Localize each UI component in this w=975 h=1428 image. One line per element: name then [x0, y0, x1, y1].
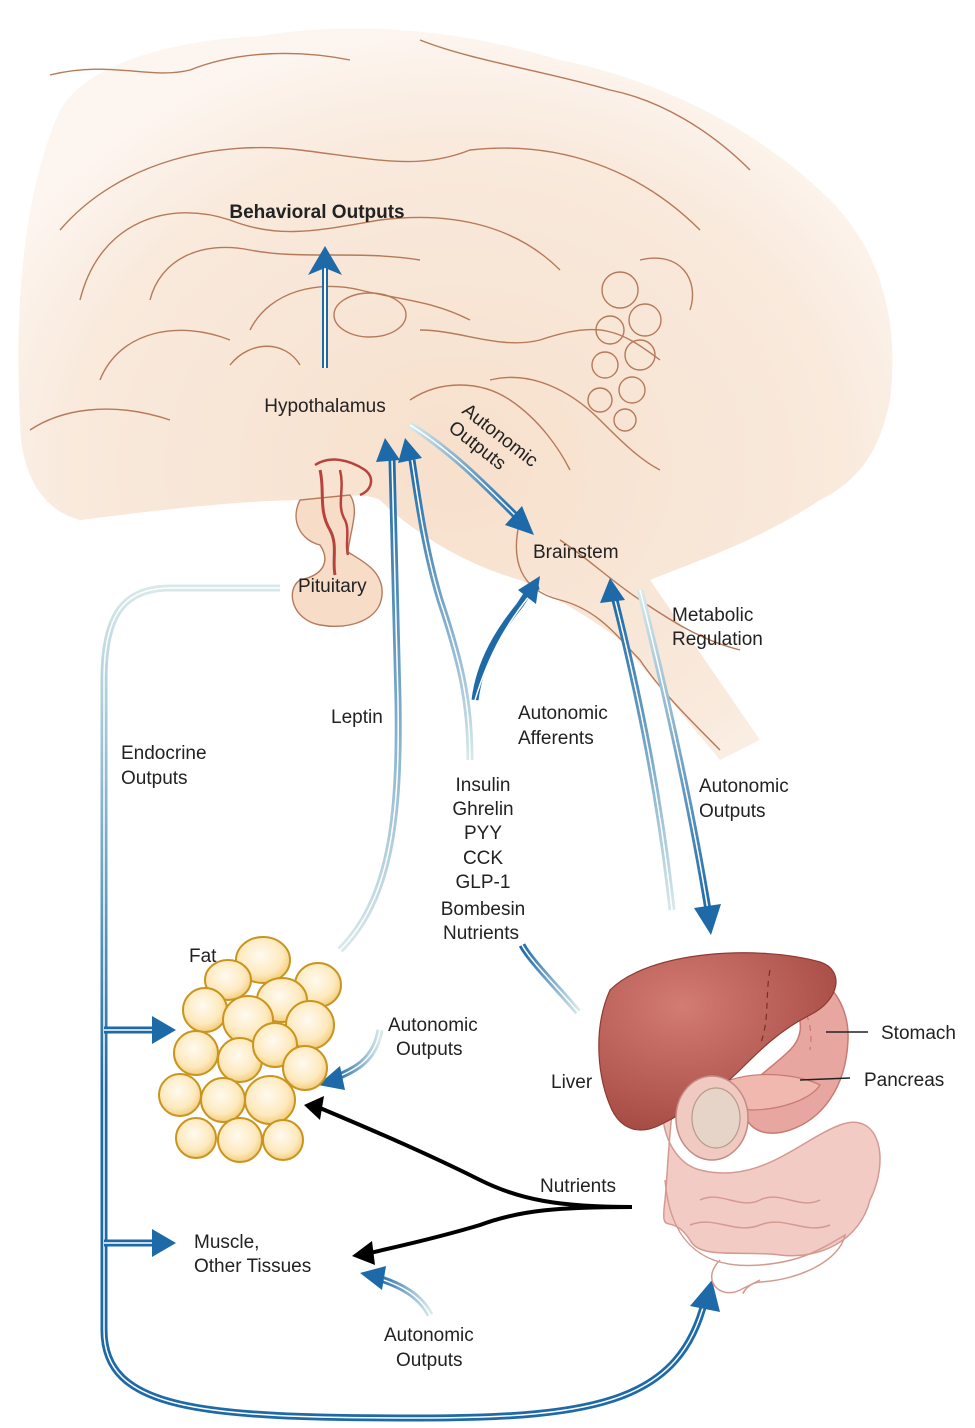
signal-nutrients: Nutrients — [443, 923, 519, 944]
pancreas-label: Pancreas — [864, 1070, 944, 1091]
pituitary-label: Pituitary — [298, 576, 367, 597]
autonomic-to-fat-arrow — [333, 1029, 384, 1082]
pituitary-vessels — [318, 469, 337, 576]
muscle-label-line2: Other Tissues — [194, 1256, 311, 1277]
muscle-label-line1: Muscle, — [194, 1232, 259, 1253]
autonomic-afferents-label-line1: Autonomic — [518, 703, 608, 724]
intestines — [661, 1068, 881, 1294]
liver-organ — [598, 952, 837, 1131]
signal-insulin: Insulin — [456, 775, 511, 796]
hypothalamus-label: Hypothalamus — [264, 396, 385, 417]
pathway-arrows — [100, 246, 721, 1422]
stomach-label: Stomach — [881, 1023, 956, 1044]
signal-ghrelin: Ghrelin — [452, 799, 513, 820]
autonomic-to-muscle-arrow — [376, 1274, 434, 1317]
liver-label: Liver — [551, 1072, 593, 1093]
metabolic-regulation-label-line1: Metabolic — [672, 605, 753, 626]
signals-to-brainstem-arrow — [471, 582, 540, 701]
pancreas-pointer — [799, 1077, 851, 1081]
brainstem-label: Brainstem — [533, 542, 619, 563]
signal-cck: CCK — [463, 848, 503, 869]
endocrine-outputs-label-line2: Outputs — [121, 768, 188, 789]
nutrients-to-muscle-arrow — [369, 1205, 633, 1255]
behavioral-outputs-label: Behavioral Outputs — [229, 202, 404, 223]
pituitary-gland — [291, 494, 383, 627]
signal-pyy: PYY — [464, 823, 502, 844]
endocrine-outputs-label-line1: Endocrine — [121, 743, 207, 764]
cerebellum — [587, 257, 694, 432]
brain-silhouette — [18, 28, 893, 761]
autonomic-outputs-fat-label-line2: Outputs — [396, 1039, 463, 1060]
brain-illustration — [18, 28, 893, 761]
autonomic-outputs-bottom-label-line1: Autonomic — [384, 1325, 474, 1346]
metabolic-regulation-label-line2: Regulation — [672, 629, 763, 650]
gut-illustration — [598, 952, 881, 1294]
leptin-label: Leptin — [331, 707, 383, 728]
signal-list: Insulin Ghrelin PYY CCK GLP-1 Bombesin N… — [441, 775, 526, 944]
signal-bombesin: Bombesin — [441, 899, 526, 920]
autonomic-outputs-right-label-line1: Autonomic — [699, 776, 789, 797]
autonomic-outputs-fat-label-line1: Autonomic — [388, 1015, 478, 1036]
autonomic-afferents-label-line2: Afferents — [518, 728, 594, 749]
signal-glp1: GLP-1 — [456, 872, 511, 893]
fat-label: Fat — [189, 946, 217, 967]
autonomic-outputs-right-label-line2: Outputs — [699, 801, 766, 822]
autonomic-outputs-bottom-label-line2: Outputs — [396, 1350, 463, 1371]
nutrients-to-fat-arrow — [319, 1106, 633, 1209]
fat-tissue — [158, 936, 342, 1163]
nutrients-label: Nutrients — [540, 1176, 616, 1197]
